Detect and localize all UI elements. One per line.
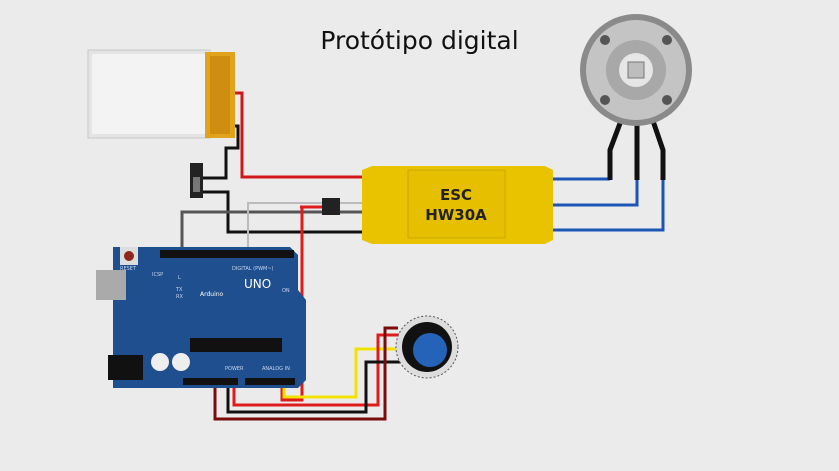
icsp-label: ICSP: [152, 272, 163, 278]
esc-model-label: HW30A: [425, 206, 487, 224]
rx-label: RX: [176, 294, 183, 300]
on-label: ON: [282, 288, 290, 294]
battery-red-wire: [232, 91, 362, 179]
pot-yellow-wire: [282, 347, 403, 399]
arduino-uno-board: UNO Arduino RESET ICSP DIGITAL (PWM~) PO…: [96, 247, 306, 388]
tx-label: TX: [175, 287, 183, 293]
l-label: L: [178, 275, 181, 281]
battery-black-wire: [203, 124, 240, 180]
arduino-model-label: UNO: [244, 277, 271, 291]
diagram-title: Protótipo digital: [320, 26, 519, 55]
esc-module: ESC HW30A: [362, 166, 553, 244]
servo-connector: [322, 198, 340, 215]
arduino-brand-label: Arduino: [200, 291, 224, 298]
pot-red-wire: [232, 333, 405, 407]
signal-white-wire: [247, 202, 362, 250]
lipo-battery: [87, 49, 235, 139]
motor-wire-3: [553, 180, 665, 232]
potentiometer[interactable]: [395, 315, 459, 379]
power-label: POWER: [225, 366, 244, 372]
esc-label: ESC: [440, 186, 472, 204]
pot-black-wire: [226, 360, 405, 414]
motor-wire-2: [553, 180, 639, 207]
analog-label: ANALOG IN: [262, 366, 290, 372]
digital-label: DIGITAL (PWM~): [232, 266, 274, 272]
brushless-motor: [580, 14, 692, 126]
reset-label: RESET: [120, 266, 137, 272]
pot-darkred-wire: [213, 326, 398, 421]
power-switch[interactable]: [190, 163, 203, 198]
